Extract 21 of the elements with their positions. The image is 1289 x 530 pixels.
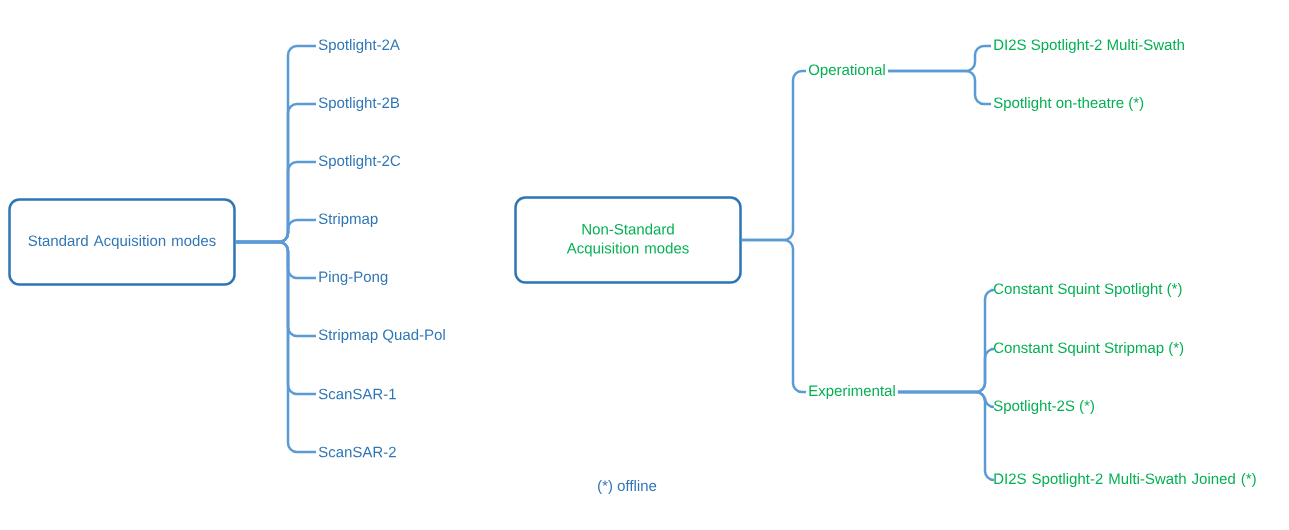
mode-label: Spotlight-2C (318, 155, 401, 169)
mode-label: DI2S Spotlight-2 Multi-Swath Joined (*) (994, 473, 1256, 487)
mode-label: Stripmap Quad-Pol (318, 329, 445, 343)
mode-label: Spotlight-2A (318, 39, 400, 53)
mode-label: ScanSAR-1 (318, 388, 396, 400)
mode-label: Operational (808, 64, 885, 78)
mode-label: Experimental (809, 385, 895, 399)
mode-label: Constant Squint Spotlight (*) (994, 283, 1182, 297)
brace-line (897, 390, 996, 482)
mode-label: Stripmap (318, 213, 378, 227)
mode-label: Spotlight-2S (*) (993, 400, 1094, 414)
mode-box: Standard Acquisition modes (8, 198, 236, 286)
mode-label: Spotlight-2B (318, 97, 400, 111)
mode-label: DI2S Spotlight-2 Multi-Swath (994, 39, 1184, 53)
mode-label: ScanSAR-2 (318, 446, 396, 458)
note: (*) offline (598, 480, 657, 494)
mode-box: Non-Standard Acquisition modes (514, 196, 742, 284)
mode-label: Spotlight on-theatre (*) (993, 97, 1144, 111)
mode-label: Constant Squint Stripmap (*) (994, 342, 1184, 356)
mode-label: Ping-Pong (319, 271, 388, 285)
brace-line (235, 240, 316, 454)
